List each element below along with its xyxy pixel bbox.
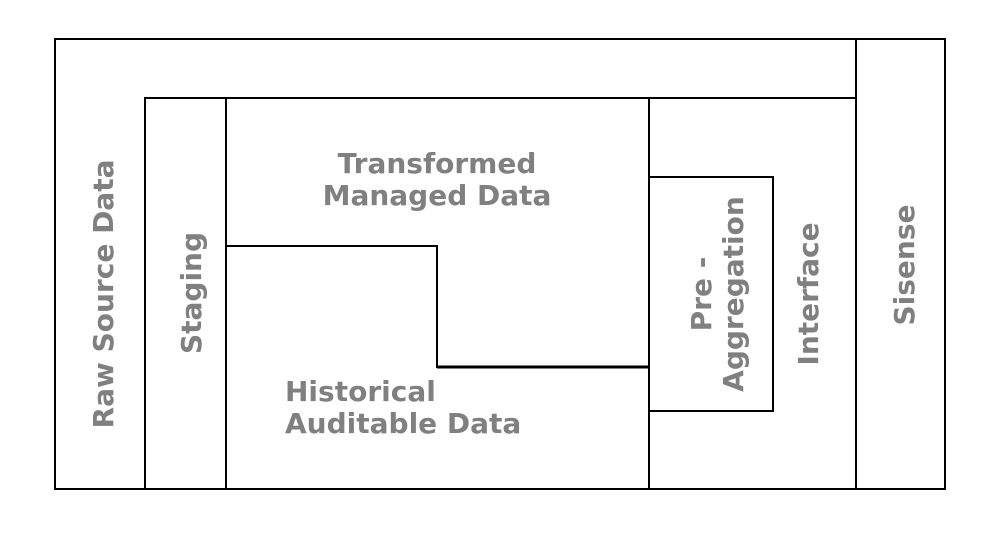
pre-aggregation-line-1: Pre -	[684, 256, 718, 332]
raw-source-data-label: Raw Source Data	[86, 159, 120, 429]
pre-aggregation-label: Pre - Aggregation	[684, 196, 750, 392]
transformed-line-2: Managed Data	[322, 179, 552, 213]
transformed-managed-data-label: Transformed Managed Data	[322, 147, 552, 213]
historical-line-1: Historical	[285, 375, 436, 408]
transformed-line-1: Transformed	[337, 147, 537, 180]
pre-aggregation-box	[648, 176, 774, 412]
pre-aggregation-line-2: Aggregation	[717, 196, 750, 392]
transformed-historical-divider	[226, 245, 649, 368]
staging-box	[144, 97, 857, 490]
historical-auditable-data-label: Historical Auditable Data	[285, 375, 522, 441]
staging-label: Staging	[174, 231, 208, 355]
historical-line-2: Auditable Data	[285, 407, 522, 441]
interface-label: Interface	[791, 222, 825, 366]
sisense-label: Sisense	[887, 204, 921, 326]
